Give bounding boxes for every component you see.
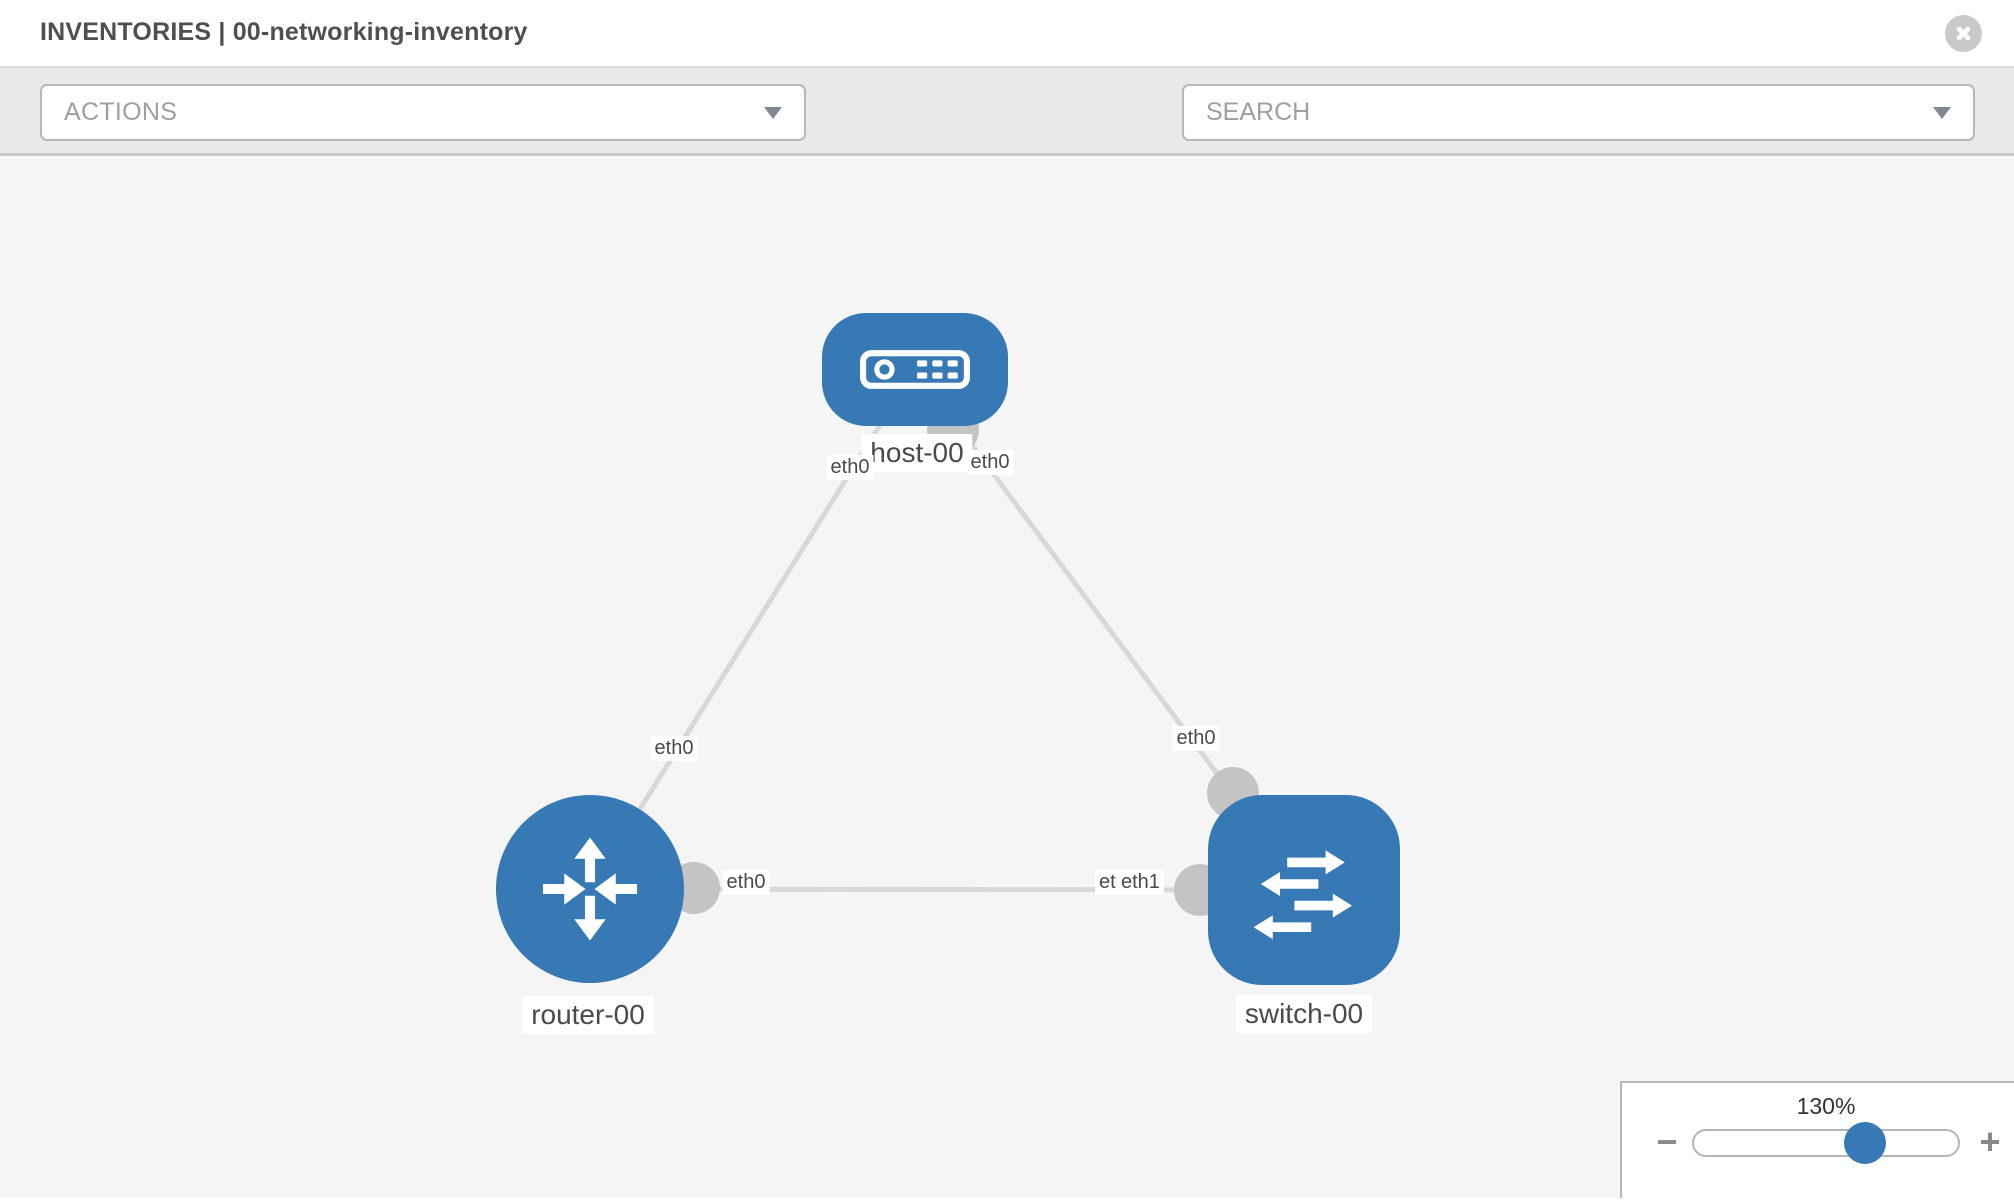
switch-icon xyxy=(1253,850,1352,940)
node-host-00[interactable] xyxy=(822,313,1008,426)
iface-label-switch-eth1: eth1 xyxy=(1117,870,1164,895)
chevron-down-icon xyxy=(764,106,782,119)
search-box xyxy=(1182,84,1975,141)
search-input[interactable] xyxy=(1206,98,1933,127)
page-title: INVENTORIES | 00-networking-inventory xyxy=(40,18,528,46)
links-layer xyxy=(587,367,1307,916)
header: INVENTORIES | 00-networking-inventory xyxy=(0,0,2014,68)
iface-label-host-eth0-right: eth0 xyxy=(966,450,1014,475)
iface-label-host-eth0-left: eth0 xyxy=(826,455,874,480)
actions-dropdown-label: ACTIONS xyxy=(64,98,178,126)
zoom-slider-thumb[interactable] xyxy=(1844,1122,1886,1164)
toolbar: ACTIONS xyxy=(0,68,2014,200)
node-label-switch: switch-00 xyxy=(1235,995,1373,1033)
actions-dropdown[interactable]: ACTIONS xyxy=(40,84,806,141)
node-router-00[interactable] xyxy=(496,795,684,983)
topology-canvas[interactable]: host-00 router-00 switch-00 eth0 eth0 et… xyxy=(0,156,2014,1198)
host-icon xyxy=(860,350,970,389)
iface-label-router-link-eth0: eth0 xyxy=(650,736,698,761)
router-icon xyxy=(542,837,638,941)
zoom-control-panel: 130% − + xyxy=(1620,1081,2014,1198)
zoom-slider-track[interactable] xyxy=(1692,1129,1960,1157)
iface-label-router-eth0: eth0 xyxy=(722,870,770,895)
close-button[interactable] xyxy=(1945,15,1982,52)
chevron-down-icon xyxy=(1933,106,1951,119)
zoom-level-value: 130% xyxy=(1796,1093,1856,1119)
node-label-host: host-00 xyxy=(861,434,973,472)
zoom-out-button[interactable]: − xyxy=(1656,1121,1678,1162)
zoom-in-button[interactable]: + xyxy=(1979,1121,2001,1162)
node-label-router: router-00 xyxy=(522,996,654,1034)
close-icon xyxy=(1956,26,1971,41)
node-switch-00[interactable] xyxy=(1208,795,1400,985)
iface-label-switch-top-eth0: eth0 xyxy=(1172,726,1220,751)
